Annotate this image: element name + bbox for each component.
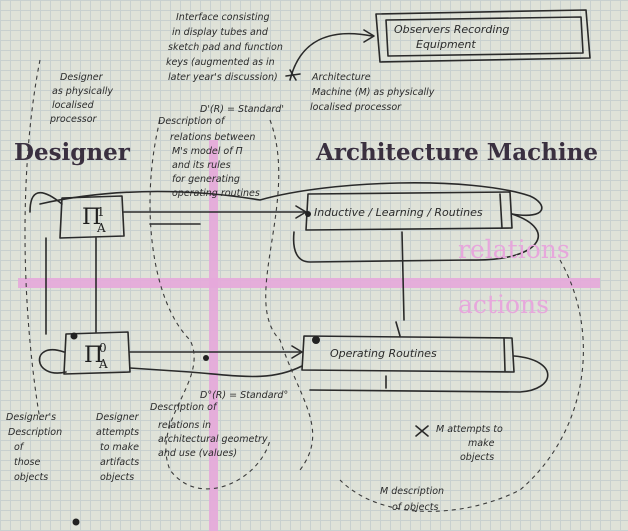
designer-descriptions-note: Designer's Description of those objects bbox=[6, 412, 62, 483]
vertical-divider-band bbox=[209, 140, 218, 531]
marker-lower-line bbox=[203, 355, 209, 361]
dashed-enclosure-left bbox=[149, 119, 271, 490]
svg-text:M description: M description bbox=[380, 486, 444, 497]
svg-text:for generating: for generating bbox=[172, 174, 240, 185]
svg-text:make: make bbox=[468, 438, 495, 449]
svg-text:and its rules: and its rules bbox=[172, 160, 231, 171]
svg-text:objects: objects bbox=[14, 472, 48, 483]
arrow-to-observers bbox=[289, 32, 373, 81]
marker-pi-lower bbox=[70, 332, 78, 340]
svg-text:Interface consisting: Interface consisting bbox=[176, 12, 270, 23]
svg-text:sketch pad and function: sketch pad and function bbox=[168, 42, 283, 53]
horizontal-divider-band bbox=[18, 278, 600, 288]
lower-feedback bbox=[129, 365, 303, 378]
designer-processor-note: Designer as physically localised process… bbox=[49, 72, 113, 125]
upper-return-loop bbox=[292, 213, 540, 263]
svg-text:Designer: Designer bbox=[96, 412, 140, 423]
svg-text:Description of: Description of bbox=[150, 402, 218, 413]
svg-text:localised: localised bbox=[52, 100, 95, 111]
machine-vertical-connector bbox=[401, 231, 405, 321]
pi-upper-sup: 1 bbox=[97, 205, 105, 219]
svg-text:attempts: attempts bbox=[96, 427, 139, 438]
m-attempts-note: M attempts to make objects bbox=[436, 424, 503, 463]
svg-text:in display tubes and: in display tubes and bbox=[172, 27, 269, 38]
dashed-enclosure-right bbox=[265, 119, 314, 471]
observers-recording-box: Observers Recording Equipment bbox=[375, 9, 591, 63]
pi-upper-box: Π 1 A bbox=[59, 195, 125, 239]
marker-bottom bbox=[72, 518, 80, 526]
svg-text:keys (augmented as in: keys (augmented as in bbox=[166, 57, 275, 68]
m-description-note: M description of objects bbox=[380, 486, 444, 513]
cross-marker bbox=[415, 425, 429, 437]
svg-text:Description of: Description of bbox=[158, 116, 226, 127]
svg-text:relations in: relations in bbox=[158, 420, 211, 431]
svg-text:Description: Description bbox=[8, 427, 62, 438]
svg-text:processor: processor bbox=[49, 114, 98, 125]
lower-left-loop bbox=[38, 349, 67, 374]
description-lower-note: Description of D°(R) = Standard° relatio… bbox=[150, 390, 288, 459]
svg-text:Architecture: Architecture bbox=[311, 72, 371, 83]
inductive-routines-box: Inductive / Learning / Routines bbox=[305, 191, 513, 231]
pi-lower-box: Π 0 A bbox=[63, 331, 131, 375]
svg-text:and use (values): and use (values) bbox=[158, 448, 237, 459]
operating-routines-label: Operating Routines bbox=[330, 347, 437, 360]
architecture-machine-label: Architecture Machine bbox=[315, 139, 598, 166]
actions-label: actions bbox=[458, 290, 549, 319]
svg-text:of objects: of objects bbox=[392, 502, 438, 513]
svg-text:to make: to make bbox=[100, 442, 139, 453]
inductive-routines-label: Inductive / Learning / Routines bbox=[314, 206, 483, 219]
description-upper-note: Description of D'(R) = Standard' relatio… bbox=[158, 104, 284, 199]
asterisk-marker bbox=[285, 69, 301, 81]
svg-text:architectural geometry: architectural geometry bbox=[158, 434, 268, 445]
svg-text:artifacts: artifacts bbox=[100, 457, 139, 468]
dashed-enclosure-machine bbox=[339, 259, 584, 512]
svg-text:as physically: as physically bbox=[52, 86, 113, 97]
svg-text:later year's discussion): later year's discussion) bbox=[168, 72, 278, 83]
pi-upper-sub: A bbox=[96, 221, 106, 235]
svg-text:D°(R) = Standard°: D°(R) = Standard° bbox=[200, 390, 288, 401]
designer-label: Designer bbox=[14, 139, 131, 166]
marker-inductive bbox=[305, 211, 311, 217]
designer-attempts-note: Designer attempts to make artifacts obje… bbox=[96, 412, 140, 483]
lower-right-loop bbox=[309, 355, 549, 393]
svg-text:Designer: Designer bbox=[60, 72, 104, 83]
arrow-head-observers bbox=[363, 29, 375, 43]
observers-recording-line1: Observers Recording bbox=[394, 23, 509, 36]
svg-text:Machine (M) as physically: Machine (M) as physically bbox=[312, 87, 435, 98]
svg-text:objects: objects bbox=[100, 472, 134, 483]
pi-lower-sup: 0 bbox=[99, 341, 107, 355]
lower-arrowhead-1 bbox=[291, 345, 303, 359]
svg-text:D'(R) = Standard': D'(R) = Standard' bbox=[200, 104, 284, 115]
pi-upper-symbol: Π bbox=[82, 205, 101, 230]
svg-text:of: of bbox=[14, 442, 25, 453]
svg-text:relations between: relations between bbox=[170, 132, 255, 143]
observers-recording-line2: Equipment bbox=[416, 38, 476, 51]
dashed-enclosure-far-left bbox=[24, 59, 41, 421]
interface-note: Interface consisting in display tubes an… bbox=[166, 12, 283, 83]
lower-top-tick bbox=[395, 321, 401, 337]
pi-lower-symbol: Π bbox=[84, 343, 103, 368]
svg-text:Designer's: Designer's bbox=[6, 412, 56, 423]
marker-operating bbox=[312, 336, 320, 344]
pi-lower-sub: A bbox=[98, 357, 108, 371]
svg-text:M attempts to: M attempts to bbox=[436, 424, 503, 435]
arch-machine-processor-note: Architecture Machine (M) as physically l… bbox=[310, 72, 435, 113]
svg-text:objects: objects bbox=[460, 452, 494, 463]
svg-text:operating routines: operating routines bbox=[172, 188, 260, 199]
relations-label: relations bbox=[458, 235, 570, 264]
upper-top-loop bbox=[39, 182, 543, 217]
svg-text:M's model of Π: M's model of Π bbox=[172, 146, 243, 157]
svg-text:localised processor: localised processor bbox=[310, 102, 402, 113]
operating-routines-box: Operating Routines bbox=[301, 335, 515, 373]
svg-text:those: those bbox=[14, 457, 41, 468]
